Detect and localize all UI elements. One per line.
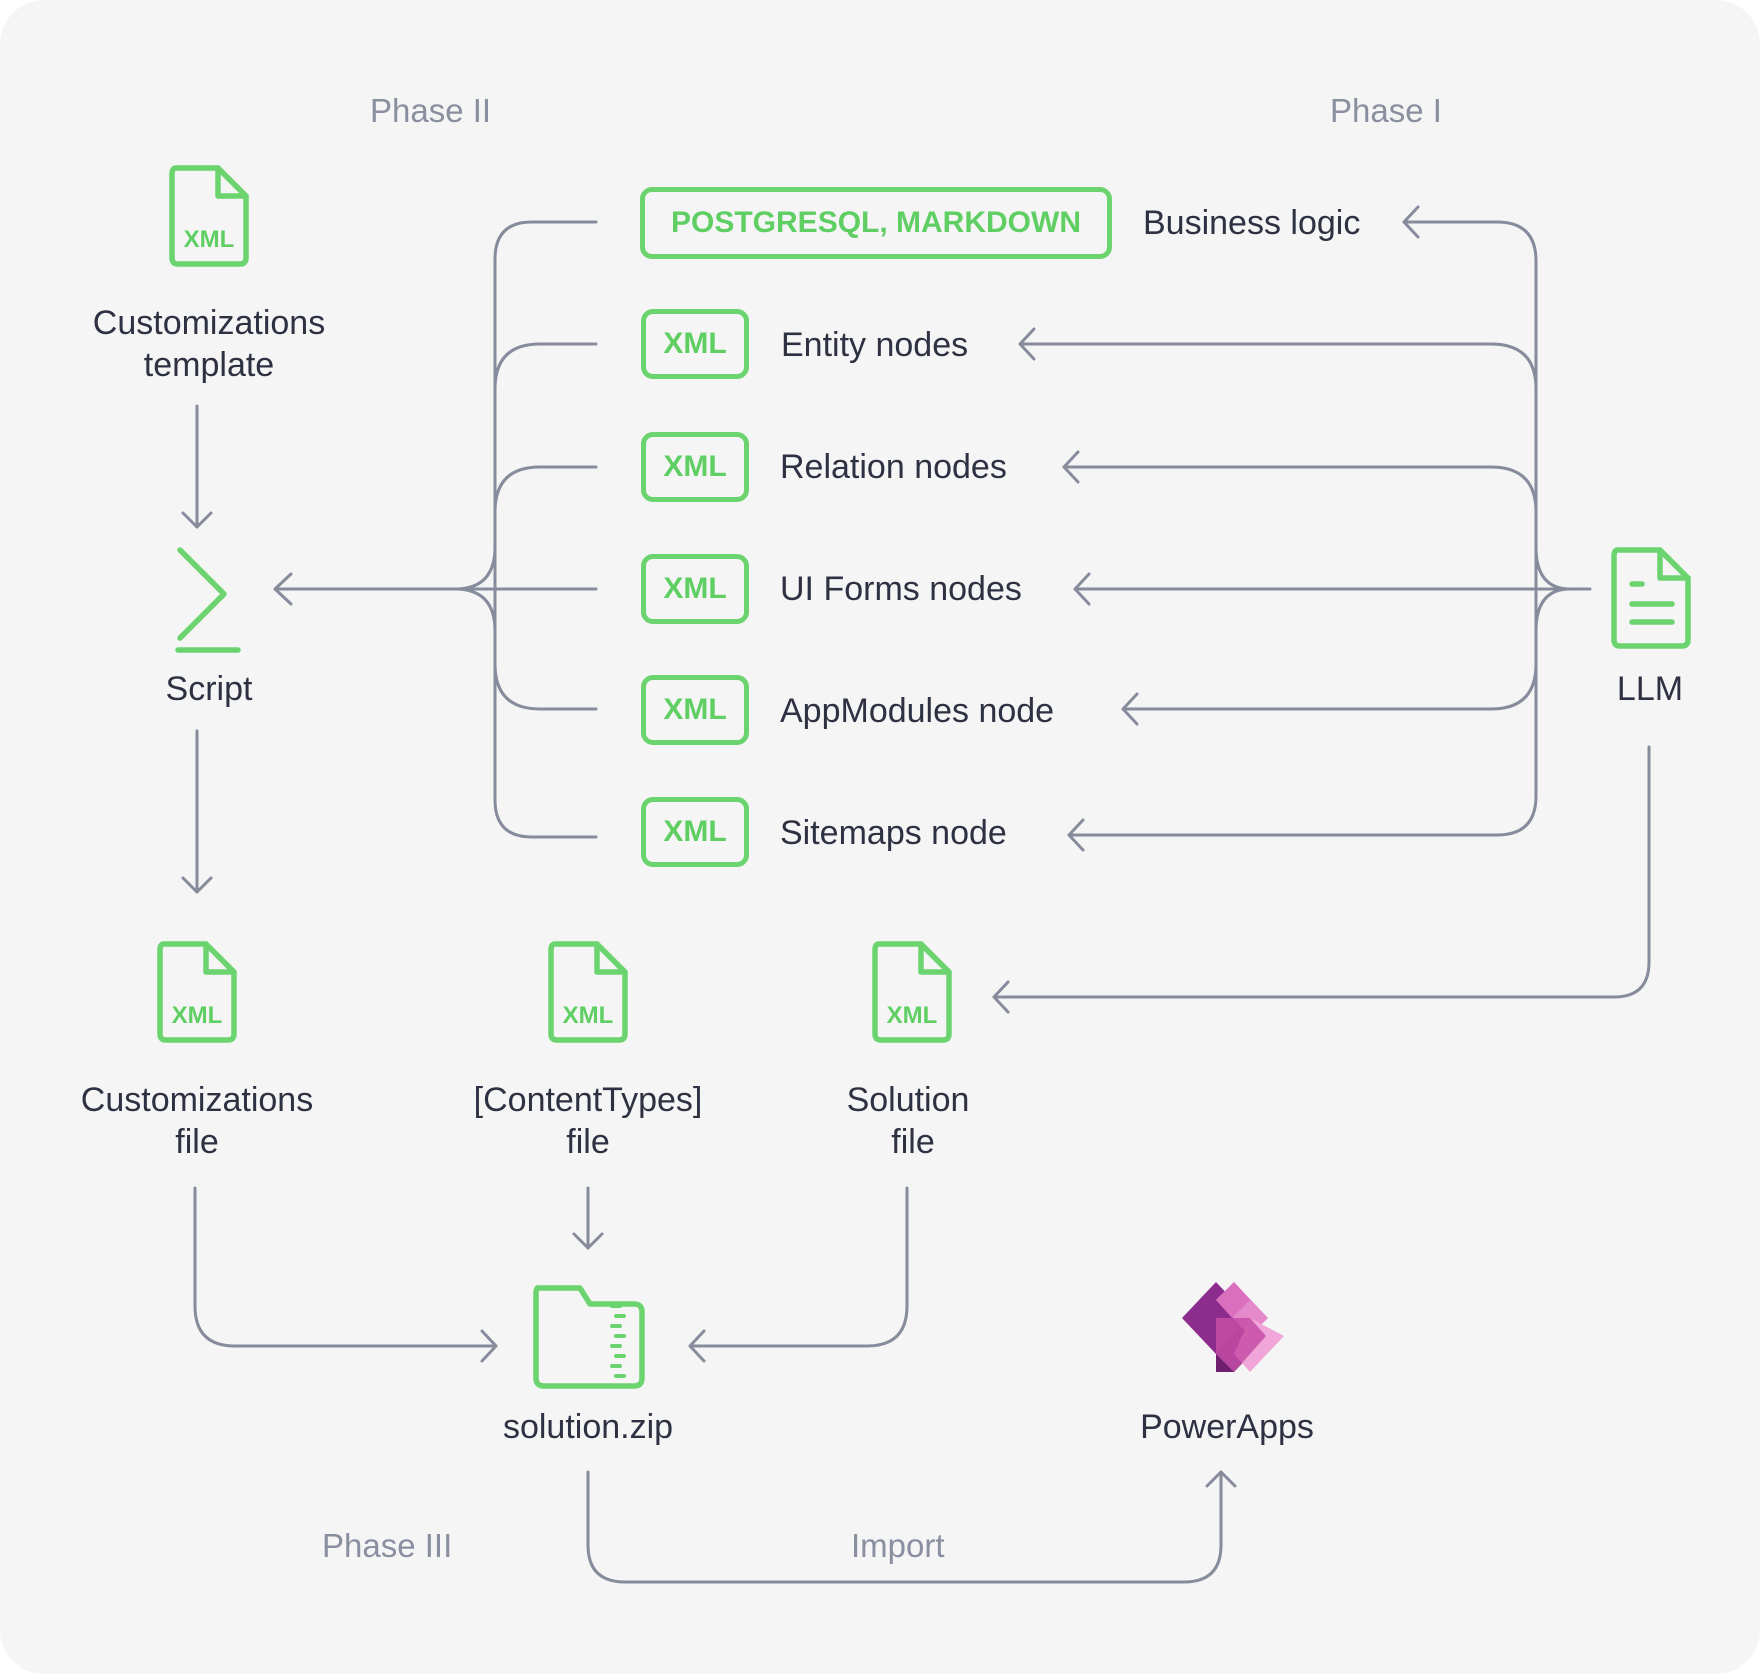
xml-file-icon: XML [872, 941, 952, 1043]
node-label-appmodules: AppModules node [780, 692, 1055, 730]
customizations-template-label-line1: Customizations [92, 304, 326, 342]
solution-file-label-line1: Solution [846, 1081, 970, 1119]
solution-file-label-line2: file [891, 1123, 935, 1161]
node-tag-appmodules: XML [641, 675, 749, 745]
node-label-business-logic: Business logic [1143, 204, 1361, 242]
content-types-file-label-line1: [ContentTypes] [473, 1081, 703, 1119]
phase-3-label: Phase III [322, 1527, 453, 1564]
customizations-file-label-line1: Customizations [80, 1081, 314, 1119]
arrow-llm-to-solution [992, 745, 1651, 999]
node-label-relation: Relation nodes [780, 448, 1007, 486]
zip-folder-icon [533, 1285, 645, 1389]
node-tag-sitemaps: XML [641, 797, 749, 867]
node-tag-ui-forms: XML [641, 554, 749, 624]
import-label: Import [851, 1527, 945, 1564]
node-tag-relation: XML [641, 432, 749, 502]
node-label-sitemaps: Sitemaps node [780, 814, 1007, 852]
svg-text:XML: XML [172, 1002, 223, 1029]
document-icon [1611, 547, 1691, 649]
xml-file-icon: XML [169, 165, 249, 267]
customizations-template-label-line2: template [143, 346, 275, 384]
svg-text:XML: XML [887, 1002, 938, 1029]
left-bracket [273, 220, 598, 839]
xml-file-icon: XML [157, 941, 237, 1043]
powerapps-label: PowerApps [1140, 1408, 1314, 1446]
script-label: Script [165, 670, 253, 708]
customizations-file-label-line2: file [175, 1123, 219, 1161]
sigma-icon [175, 547, 241, 653]
powerapps-logo [1182, 1282, 1284, 1372]
zip-label: solution.zip [502, 1408, 674, 1446]
svg-text:XML: XML [563, 1002, 614, 1029]
node-tag-entity: XML [641, 309, 749, 379]
arrow-custfile-to-zip [193, 1186, 498, 1348]
arrow-import [586, 1470, 1223, 1584]
node-label-entity: Entity nodes [781, 326, 969, 364]
llm-label: LLM [1616, 670, 1684, 708]
arrow-solution-to-zip [688, 1186, 909, 1348]
right-bracket [1018, 205, 1592, 852]
node-tag-business-logic: POSTGRESQL, MARKDOWN [640, 187, 1112, 259]
content-types-file-label-line2: file [566, 1123, 610, 1161]
phase-1-label: Phase I [1330, 92, 1442, 129]
xml-file-icon: XML [548, 941, 628, 1043]
svg-text:XML: XML [184, 226, 235, 253]
phase-2-label: Phase II [370, 92, 492, 129]
node-label-ui-forms: UI Forms nodes [780, 570, 1022, 608]
